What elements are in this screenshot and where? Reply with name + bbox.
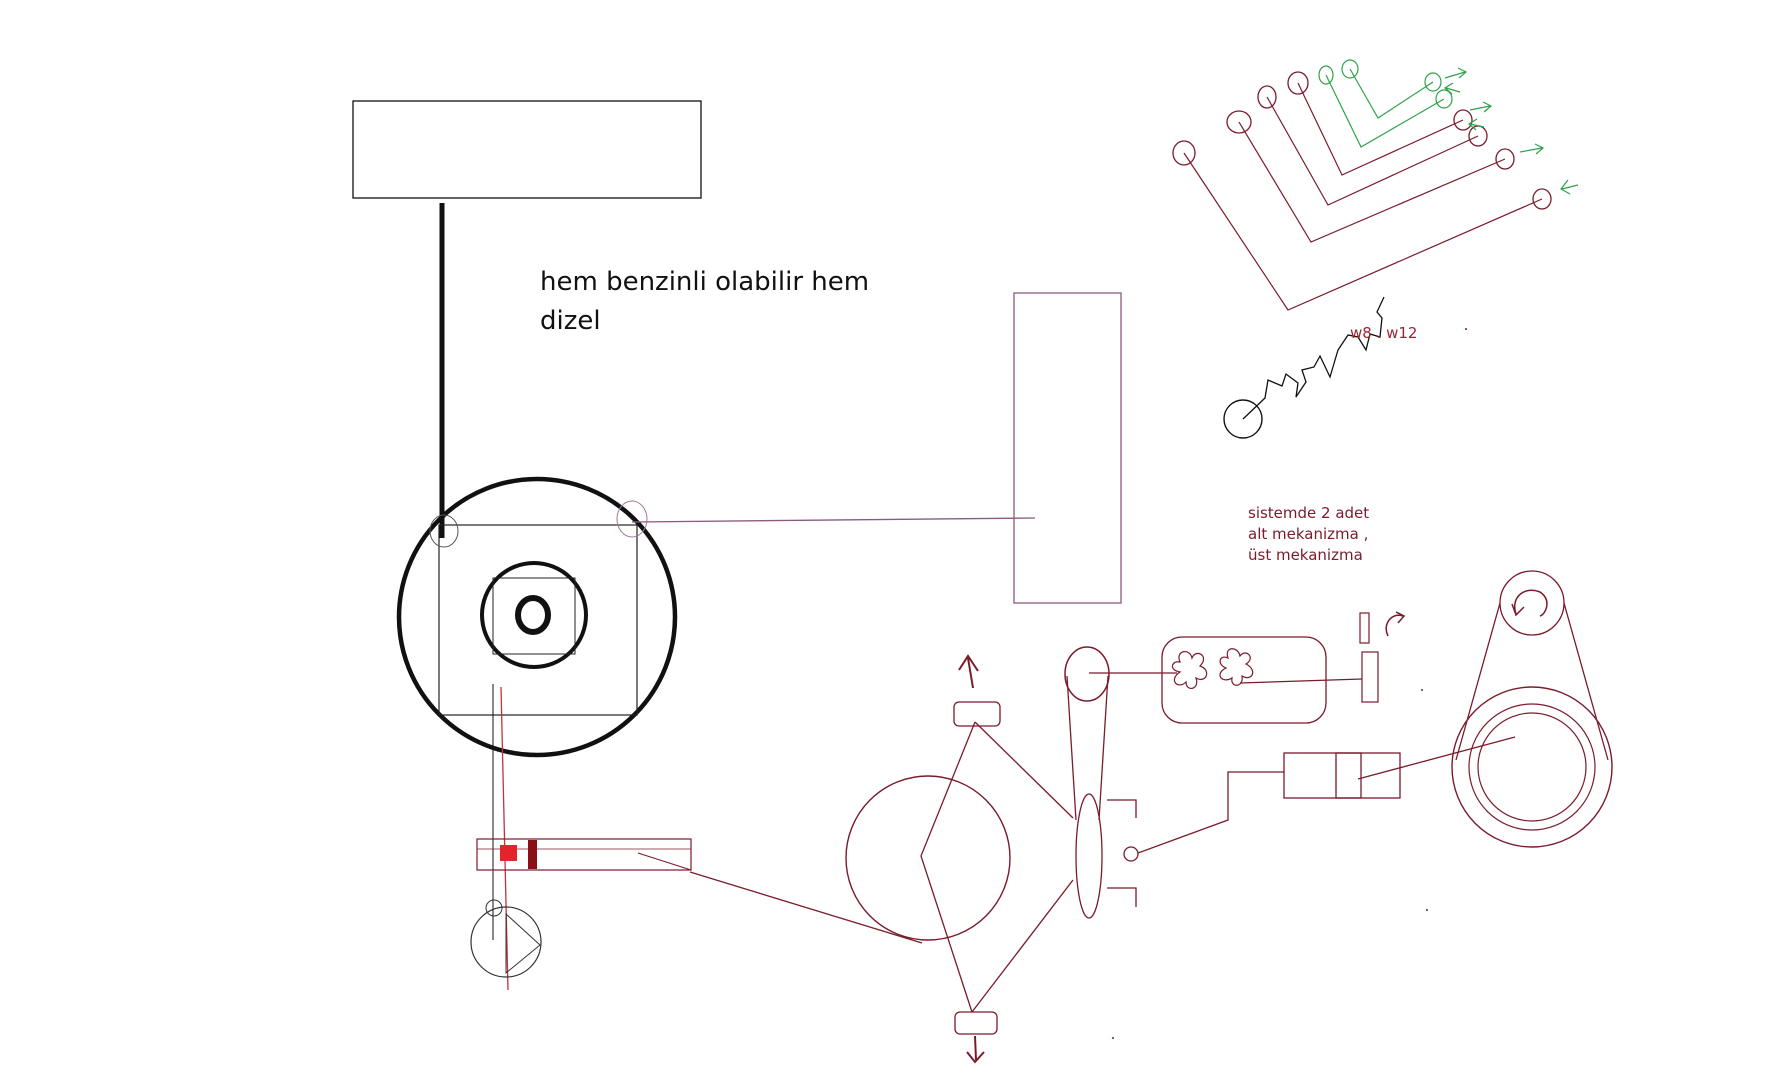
system-note: sistemde 2 adet alt mekanizma , üst meka… xyxy=(1248,503,1369,566)
cylinder-bank xyxy=(1172,59,1579,311)
rotate-arrow-icon xyxy=(1385,611,1406,637)
upper-slider xyxy=(953,701,1001,727)
fuel-note-line-2: dizel xyxy=(540,306,601,336)
fuel-cylinder xyxy=(476,838,692,871)
purple-link xyxy=(631,517,1036,523)
fuel-note-line-1: hem benzinli olabilir hem xyxy=(540,267,870,297)
system-note-line-2: alt mekanizma , xyxy=(1248,525,1369,543)
fuel-type-note: hem benzinli olabilir hem dizel xyxy=(540,263,900,341)
top-box xyxy=(352,100,702,199)
right-piston xyxy=(1137,736,1516,854)
green-arrows xyxy=(1443,67,1579,195)
left-joint xyxy=(429,514,459,548)
spring-scribble xyxy=(1223,296,1385,439)
system-note-line-1: sistemde 2 adet xyxy=(1248,504,1370,522)
right-joint xyxy=(616,500,648,538)
flywheel-belt xyxy=(1451,570,1613,848)
flower-box xyxy=(1089,611,1406,724)
pump-symbol xyxy=(470,899,542,978)
crank-circle xyxy=(845,721,1074,1013)
rotate-arrow-icon-2 xyxy=(1511,589,1548,617)
connecting-rod xyxy=(1064,646,1139,919)
engine-type-label: w8 . w12 xyxy=(1350,324,1418,342)
main-wheel-assembly xyxy=(396,476,678,758)
lower-slider xyxy=(954,1011,998,1035)
tall-box xyxy=(1013,292,1122,604)
system-note-line-3: üst mekanizma xyxy=(1248,546,1363,564)
up-arrow-icon xyxy=(958,654,979,689)
down-arrow-icon xyxy=(966,1035,985,1064)
